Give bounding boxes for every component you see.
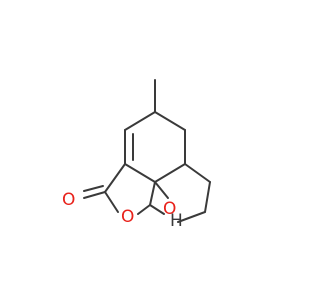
- carbonyl-bond: [83, 191, 106, 199]
- lactone-bond: [149, 181, 156, 206]
- carbonyl-bond: [83, 185, 104, 192]
- atom-labels: O O O H: [62, 190, 183, 231]
- ring-bond: [124, 163, 156, 183]
- bond-set: [83, 79, 211, 223]
- bridge-bond: [149, 204, 165, 215]
- stereo-hydrogen-label: H: [170, 211, 183, 231]
- cyclopentane-bond: [204, 181, 211, 213]
- ring-bond: [124, 111, 156, 131]
- molecule-drawing: O O O H: [62, 79, 211, 231]
- ring-bond: [154, 163, 186, 183]
- lactone-bond: [104, 191, 119, 213]
- cyclopentane-bond: [184, 163, 211, 183]
- bridge-oxygen-label: O: [163, 199, 176, 219]
- ring-bond: [154, 111, 186, 131]
- carbonyl-oxygen-label: O: [62, 190, 75, 210]
- lactone-bond: [137, 204, 151, 215]
- bridge-bond: [154, 181, 169, 199]
- ring-oxygen-label: O: [121, 207, 134, 227]
- structure-diagram: O O O H: [62, 79, 211, 231]
- lactone-bond: [104, 163, 126, 193]
- cyclopentane-bond: [177, 211, 206, 223]
